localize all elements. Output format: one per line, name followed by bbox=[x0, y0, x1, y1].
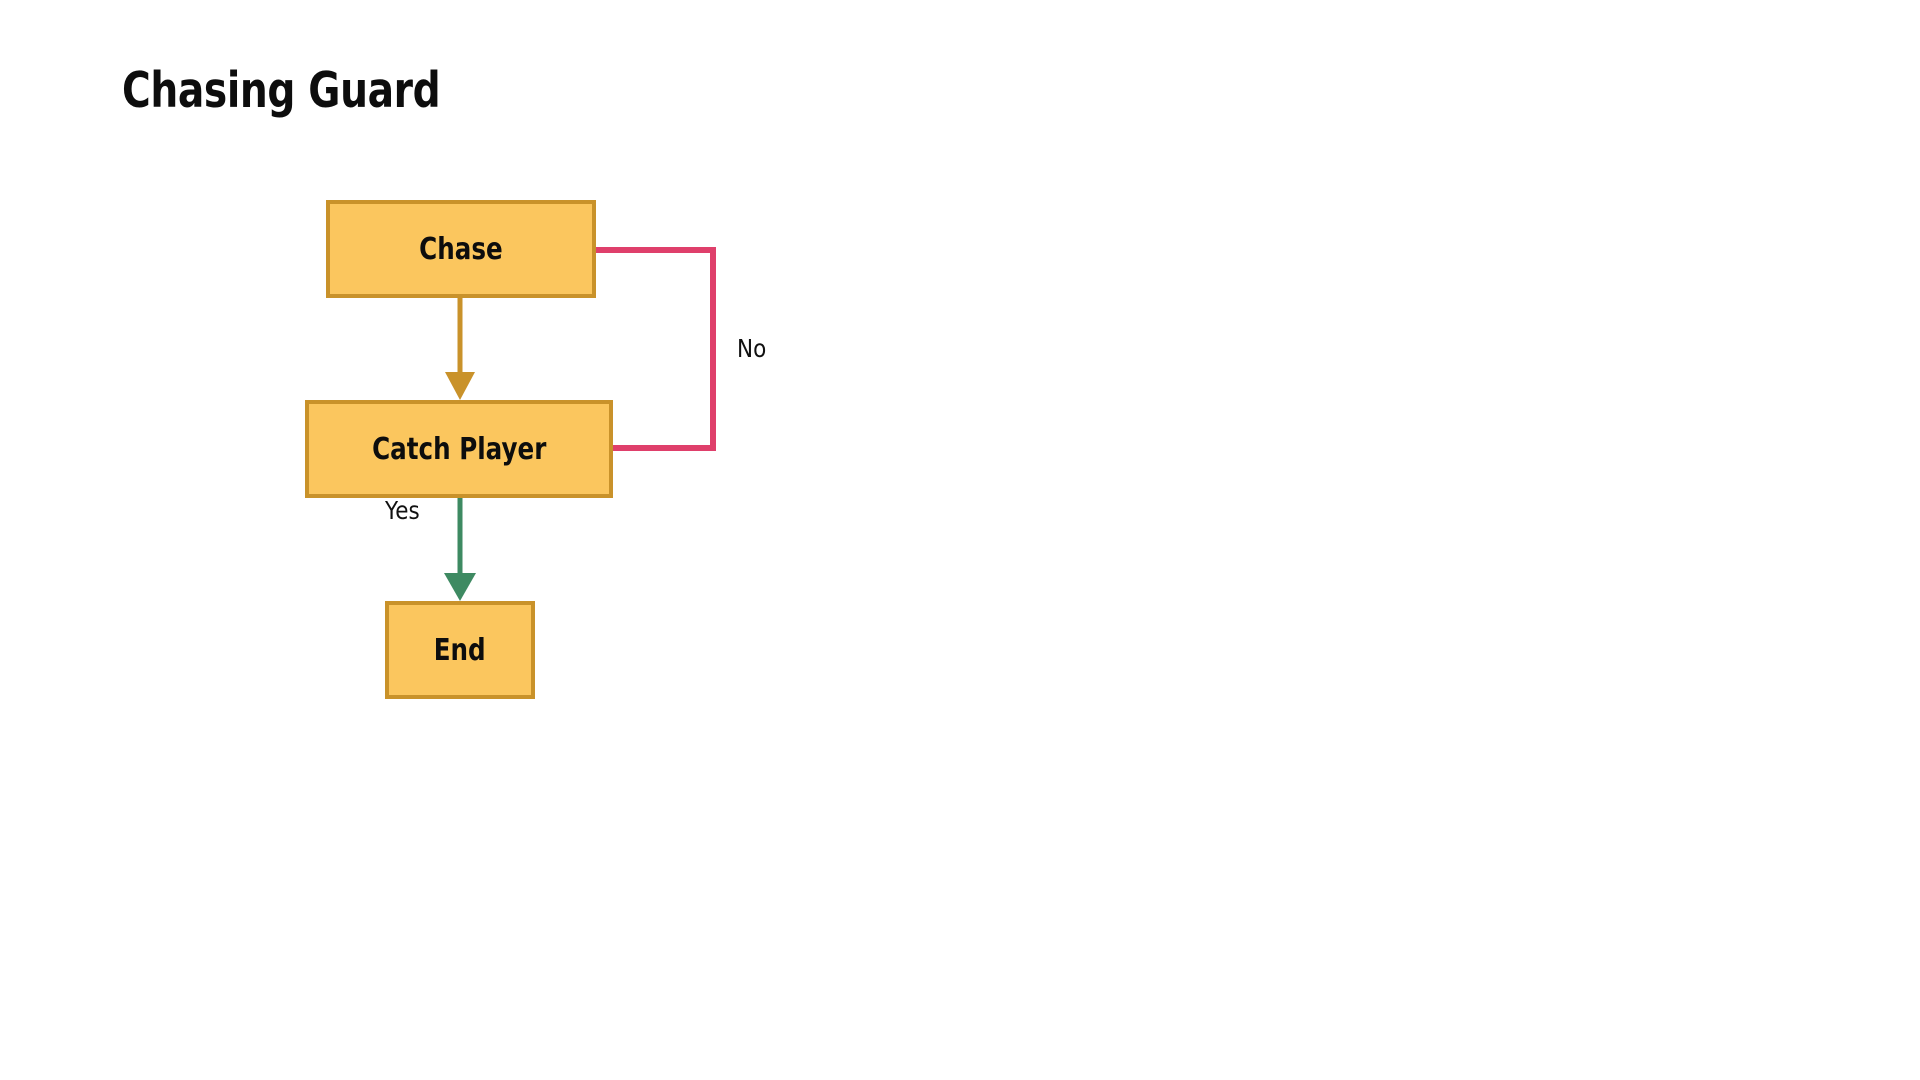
edge-catch-player-to-end-yes bbox=[444, 498, 476, 601]
node-end[interactable]: End bbox=[385, 601, 535, 699]
edge-chase-to-catch-player bbox=[445, 298, 475, 400]
page-title: Chasing Guard bbox=[122, 62, 441, 119]
node-end-label: End bbox=[434, 632, 486, 668]
edge-label-yes: Yes bbox=[385, 496, 420, 525]
node-catch-player-label: Catch Player bbox=[371, 431, 547, 467]
arrowhead-down-icon bbox=[444, 573, 476, 601]
node-catch-player[interactable]: Catch Player bbox=[305, 400, 613, 498]
node-chase[interactable]: Chase bbox=[326, 200, 596, 298]
node-chase-label: Chase bbox=[419, 231, 503, 267]
edge-label-no: No bbox=[737, 334, 767, 363]
arrowhead-down-icon bbox=[445, 372, 475, 400]
